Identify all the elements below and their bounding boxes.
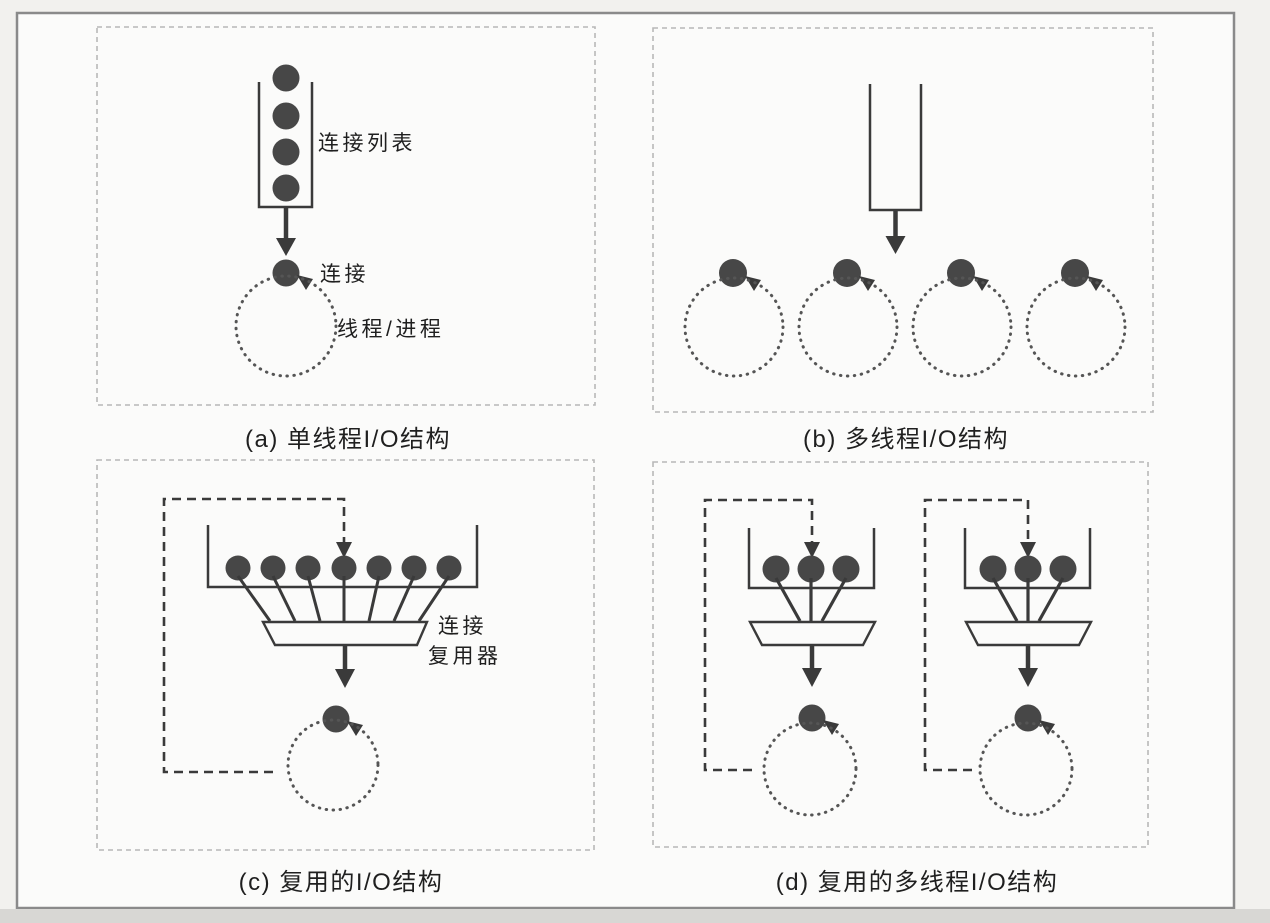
thread-loop-circle bbox=[978, 721, 1074, 817]
panel-c-caption: (c) 复用的I/O结构 bbox=[239, 869, 444, 896]
fan-line bbox=[820, 577, 848, 622]
connection-dot bbox=[225, 555, 251, 581]
worker-thread bbox=[683, 259, 785, 378]
connection-dot bbox=[762, 555, 790, 583]
connection-list-label: 连接列表 bbox=[318, 132, 416, 155]
multiplexer-label-line1: 连接 bbox=[438, 615, 487, 638]
thread-loop-circle bbox=[1025, 276, 1127, 378]
worker-thread bbox=[797, 259, 899, 378]
fan-line bbox=[306, 575, 322, 622]
panel-d-border bbox=[652, 461, 1149, 848]
connection-dot bbox=[436, 555, 462, 581]
fan-line bbox=[991, 577, 1019, 622]
panel-a-border bbox=[96, 26, 596, 406]
connection-dot bbox=[272, 259, 300, 287]
connection-dot bbox=[947, 259, 975, 287]
connection-dot bbox=[366, 555, 392, 581]
connection-dot bbox=[797, 555, 825, 583]
feedback-arrow-head bbox=[804, 542, 820, 558]
connection-dot bbox=[832, 555, 860, 583]
multiplexed-unit bbox=[703, 498, 877, 817]
thread-process-label: 线程/进程 bbox=[337, 318, 444, 341]
connection-dot bbox=[295, 555, 321, 581]
panel-c-border bbox=[96, 459, 595, 851]
worker-thread bbox=[911, 259, 1013, 378]
connection-label: 连接 bbox=[320, 263, 369, 286]
connection-dot bbox=[798, 704, 826, 732]
connection-dot bbox=[272, 174, 300, 202]
thread-loop-circle bbox=[797, 276, 899, 378]
connection-dot bbox=[322, 705, 350, 733]
multiplexer-shape bbox=[748, 620, 877, 647]
thread-loop-circle bbox=[286, 718, 380, 812]
fan-line bbox=[271, 575, 297, 622]
fan-line bbox=[392, 575, 416, 622]
feedback-arrow-head bbox=[1020, 542, 1036, 558]
thread-loop-circle bbox=[762, 721, 858, 817]
connection-dot bbox=[272, 138, 300, 166]
multiplexer-shape bbox=[964, 620, 1093, 647]
page-bottom-strip bbox=[0, 909, 1270, 923]
down-arrow-head bbox=[885, 236, 906, 254]
feedback-loop-path bbox=[703, 498, 814, 772]
connection-dot bbox=[1014, 555, 1042, 583]
multiplexed-unit bbox=[923, 498, 1093, 817]
fan-line bbox=[236, 575, 272, 622]
panel-d: (d) 复用的多线程I/O结构 bbox=[652, 461, 1149, 896]
fan-in-lines bbox=[236, 575, 451, 622]
feedback-loop-path bbox=[923, 498, 1030, 772]
panel-a: 连接列表 连接 线程/进程 (a) 单线程I/O结构 bbox=[96, 26, 596, 453]
figure-outer-border bbox=[15, 11, 1236, 910]
down-arrow-head bbox=[802, 668, 822, 687]
fan-in-lines bbox=[991, 577, 1065, 622]
fan-line bbox=[774, 577, 802, 622]
connection-dot bbox=[833, 259, 861, 287]
fan-line bbox=[1037, 577, 1065, 622]
panel-c: 连接 复用器 (c) 复用的I/O结构 bbox=[96, 459, 595, 896]
feedback-loop-path bbox=[162, 497, 346, 774]
connection-dot bbox=[1014, 704, 1042, 732]
panel-b-border bbox=[652, 27, 1154, 413]
down-arrow-head bbox=[335, 669, 355, 688]
down-arrow-head bbox=[276, 238, 296, 256]
down-arrow-head bbox=[1018, 668, 1038, 687]
thread-loop-circle bbox=[234, 274, 338, 378]
panel-b: (b) 多线程I/O结构 bbox=[652, 27, 1154, 453]
connection-dot bbox=[401, 555, 427, 581]
panel-d-caption: (d) 复用的多线程I/O结构 bbox=[776, 869, 1059, 896]
connection-dot bbox=[1049, 555, 1077, 583]
connection-dot bbox=[1061, 259, 1089, 287]
fan-line bbox=[417, 575, 451, 622]
thread-loop-circle bbox=[683, 276, 785, 378]
feedback-arrow-head bbox=[336, 542, 352, 558]
multiplexer-label-line2: 复用器 bbox=[428, 645, 502, 668]
multiplexer-shape bbox=[261, 620, 429, 647]
connection-dot bbox=[979, 555, 1007, 583]
connection-dot bbox=[331, 555, 357, 581]
connection-dot bbox=[719, 259, 747, 287]
connection-dot bbox=[272, 64, 300, 92]
connection-dot bbox=[260, 555, 286, 581]
connection-dot bbox=[272, 102, 300, 130]
thread-loop-circle bbox=[911, 276, 1013, 378]
fan-line bbox=[367, 575, 381, 622]
panel-a-caption: (a) 单线程I/O结构 bbox=[245, 426, 451, 453]
fan-in-lines bbox=[774, 577, 848, 622]
panel-b-caption: (b) 多线程I/O结构 bbox=[803, 426, 1009, 453]
worker-thread bbox=[1025, 259, 1127, 378]
